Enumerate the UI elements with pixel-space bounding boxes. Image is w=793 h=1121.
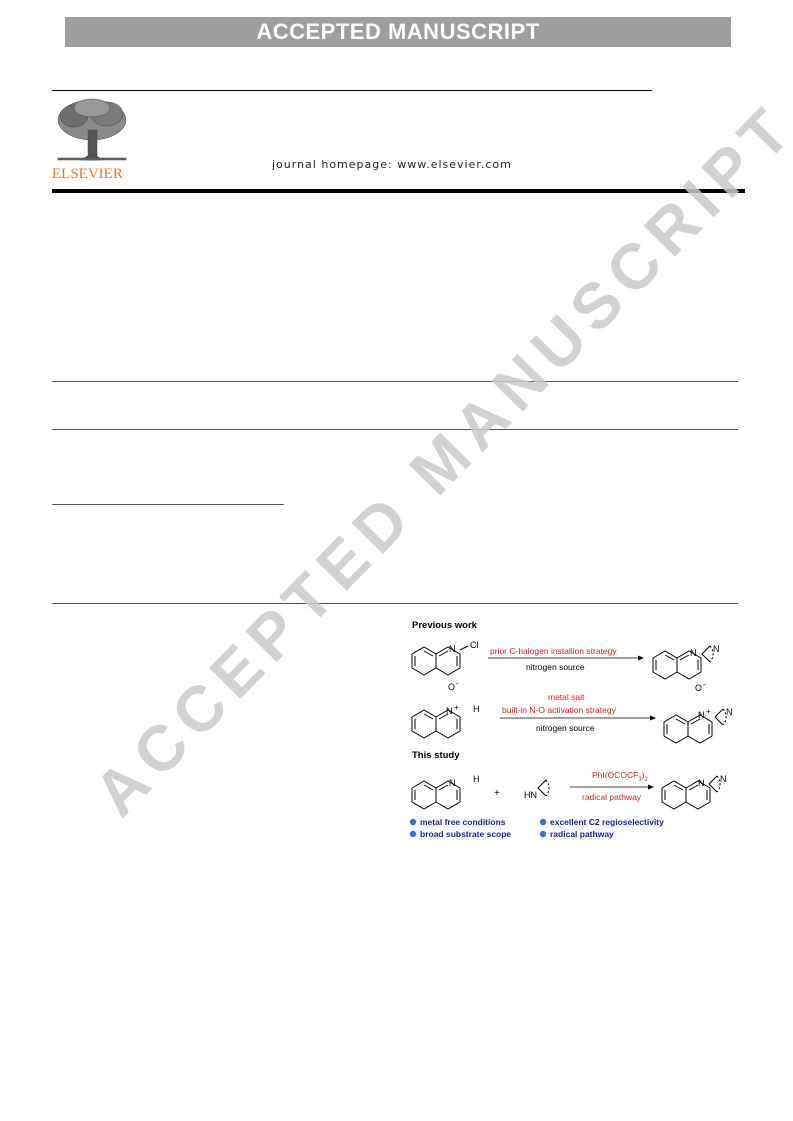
this-study-heading: This study <box>412 750 460 761</box>
bullet-2: excellent C2 regioselectivity <box>550 817 664 827</box>
bullet-3: broad substrate scope <box>420 829 511 839</box>
svg-text:N: N <box>698 778 705 788</box>
svg-text:+: + <box>454 703 459 712</box>
bullet-icon <box>539 830 547 838</box>
plus-sign: + <box>494 788 500 799</box>
svg-text:N: N <box>446 706 453 716</box>
bullet-4: radical pathway <box>550 829 614 839</box>
atom-n-1: N <box>449 644 456 654</box>
svg-text:N: N <box>698 710 705 720</box>
bullet-icon <box>539 818 547 826</box>
elsevier-logo: ELSEVIER <box>52 96 130 182</box>
graphical-abstract: Previous work N Cl prior C-halogen insta… <box>400 610 745 848</box>
svg-text:N: N <box>713 644 720 654</box>
svg-text:-: - <box>456 679 459 688</box>
arrow1-bottom-label: nitrogen source <box>526 662 585 672</box>
rule-2 <box>52 429 738 430</box>
previous-work-heading: Previous work <box>412 620 478 631</box>
svg-text:N: N <box>690 648 697 658</box>
svg-text:N: N <box>726 707 733 717</box>
svg-text:-: - <box>703 680 706 689</box>
atom-o-1: O <box>448 682 455 692</box>
bullet-1: metal free conditions <box>420 817 506 827</box>
elsevier-wordmark: ELSEVIER <box>52 166 123 182</box>
svg-text:O: O <box>695 683 702 693</box>
arrow2-top-label-1: metal salt <box>548 692 585 702</box>
reagent-label: PhI(OCOCF3)2 <box>592 770 648 783</box>
svg-text:+: + <box>706 707 711 716</box>
radical-pathway-label: radical pathway <box>582 792 642 802</box>
rule-1 <box>52 381 738 382</box>
journal-homepage[interactable]: journal homepage: www.elsevier.com <box>272 158 512 171</box>
bullet-icon <box>409 830 417 838</box>
svg-text:N: N <box>449 778 456 788</box>
rule-4 <box>52 603 738 604</box>
quinoline-n-oxide <box>411 709 461 739</box>
amine-hn: HN <box>524 790 537 800</box>
product-2 <box>663 714 713 744</box>
svg-text:N: N <box>720 774 727 784</box>
svg-text:H: H <box>473 774 480 784</box>
atom-h-1: H <box>473 704 480 714</box>
accepted-manuscript-banner: ACCEPTED MANUSCRIPT <box>65 17 731 47</box>
arrow1-top-label: prior C-halogen installion strategy <box>490 646 617 656</box>
header-top-rule <box>52 90 652 91</box>
bullet-icon <box>409 818 417 826</box>
header-bottom-rule <box>52 189 745 193</box>
rule-3 <box>52 504 284 505</box>
arrow2-bottom-label: nitrogen source <box>536 723 595 733</box>
atom-cl: Cl <box>470 640 479 650</box>
arrow2-top-label-2: built-in N-O activation strategy <box>502 705 617 715</box>
